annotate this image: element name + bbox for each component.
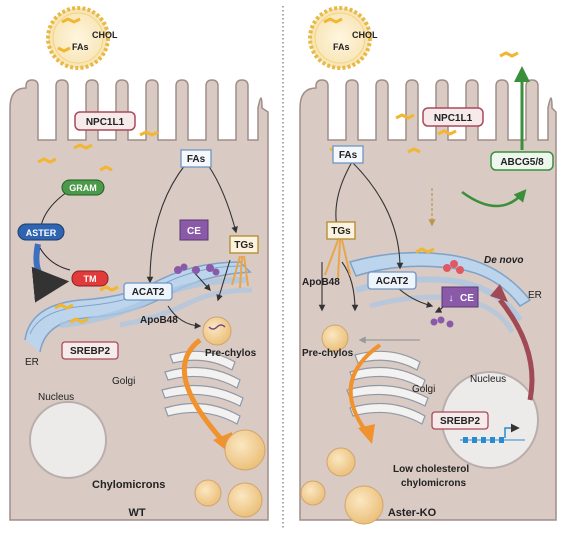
ko-acat2-label: ACAT2 [376, 276, 409, 287]
wt-aster-arc [31, 243, 70, 303]
wt-srebp2-label: SREBP2 [70, 346, 110, 357]
wt-panel: CHOL FAs Nucleus Golgi [9, 6, 269, 521]
wt-npc1l1-box: NPC1L1 [74, 111, 136, 131]
wt-tm-pill: TM [71, 270, 109, 287]
ko-abcg-box: ABCG5/8 [490, 151, 554, 171]
ko-micelle-fas-label: FAs [333, 42, 350, 52]
wt-srebp2-box: SREBP2 [61, 341, 119, 360]
ko-micelle-chol-label: CHOL [352, 30, 378, 40]
wt-ce-molecules [174, 263, 220, 276]
wt-micelle-chol-label: CHOL [92, 30, 118, 40]
ko-fas-label: FAs [339, 150, 358, 161]
wt-aster-label: ASTER [26, 228, 57, 238]
wt-acat2-box: ACAT2 [123, 282, 173, 301]
ko-srebp2-label: SREBP2 [440, 416, 480, 427]
ko-golgi [346, 350, 429, 425]
ko-srebp2-denovo-arrow [498, 298, 535, 401]
ko-ce-molecules [430, 316, 454, 328]
ko-green-efflux-arrow [461, 189, 527, 208]
ko-acat2-box: ACAT2 [367, 271, 417, 290]
ko-denovo-molecules [443, 260, 464, 274]
wt-gram-pill: GRAM [61, 179, 105, 196]
ko-lowchol-line1: Low cholesterol [393, 464, 469, 475]
wt-nucleus [29, 401, 107, 479]
ko-micelle: CHOL FAs [308, 6, 378, 70]
wt-fas-box: FAs [180, 149, 212, 168]
wt-ce-label: CE [187, 226, 201, 237]
ko-orange-secretion-arrow [348, 343, 382, 432]
ko-prechylos-label: Pre-chylos [302, 348, 354, 359]
ko-er-label: ER [528, 290, 542, 301]
ko-panel-caption: Aster-KO [388, 507, 437, 519]
wt-chylomicrons [194, 429, 266, 518]
wt-micelle: CHOL FAs [46, 6, 118, 70]
wt-orange-secretion-arrow [181, 338, 224, 442]
wt-nucleus-label: Nucleus [38, 392, 74, 403]
wt-tgs-label: TGs [234, 240, 254, 251]
ko-er-membrane [348, 251, 532, 307]
wt-cholesterol-chains [37, 130, 159, 324]
wt-acat2-label: ACAT2 [132, 287, 165, 298]
wt-er-label: ER [25, 357, 39, 368]
ko-npc1l1-box: NPC1L1 [422, 107, 484, 127]
ko-panel: CHOL FAs ER Nucleus Golgi [299, 6, 557, 525]
wt-gram-label: GRAM [69, 183, 97, 193]
wt-prechylo-vesicle [202, 316, 232, 346]
ko-golgi-label: Golgi [412, 384, 435, 395]
ko-npc1l1-label: NPC1L1 [434, 113, 473, 124]
ko-denovo-label: De novo [484, 255, 523, 266]
ko-tgs-label: TGs [331, 226, 351, 237]
ko-apob48-label: ApoB48 [302, 277, 340, 288]
wt-golgi-label: Golgi [112, 376, 135, 387]
ko-abcg-label: ABCG5/8 [500, 157, 544, 168]
ko-nucleus-label: Nucleus [470, 374, 506, 385]
ko-dna-strand [460, 423, 525, 443]
wt-tgs-box: TGs [229, 235, 259, 254]
wt-fas-label: FAs [187, 154, 206, 165]
ko-ce-label: CE [460, 293, 474, 304]
ko-tgs-fan [324, 239, 351, 279]
ko-ce-box: ↓ CE [441, 286, 479, 308]
ko-chylomicrons [300, 447, 384, 525]
wt-npc1l1-label: NPC1L1 [86, 117, 125, 128]
ko-tgs-box: TGs [326, 221, 356, 240]
wt-prechylos-label: Pre-chylos [205, 348, 257, 359]
ko-prechylo-vesicle [321, 324, 349, 352]
ko-ce-down-arrow: ↓ [449, 293, 454, 304]
wt-tgs-fan [231, 255, 249, 289]
ko-lowchol-line2: chylomicrons [401, 478, 466, 489]
wt-panel-caption: WT [128, 507, 145, 519]
wt-tm-label: TM [84, 274, 97, 284]
wt-chylomicrons-label: Chylomicrons [92, 479, 165, 491]
wt-apob48-label: ApoB48 [140, 315, 178, 326]
ko-srebp2-box: SREBP2 [431, 411, 489, 430]
ko-fas-box: FAs [332, 145, 364, 164]
wt-ce-box: CE [179, 219, 209, 241]
wt-micelle-fas-label: FAs [72, 42, 89, 52]
wt-aster-pill: ASTER [17, 223, 65, 241]
